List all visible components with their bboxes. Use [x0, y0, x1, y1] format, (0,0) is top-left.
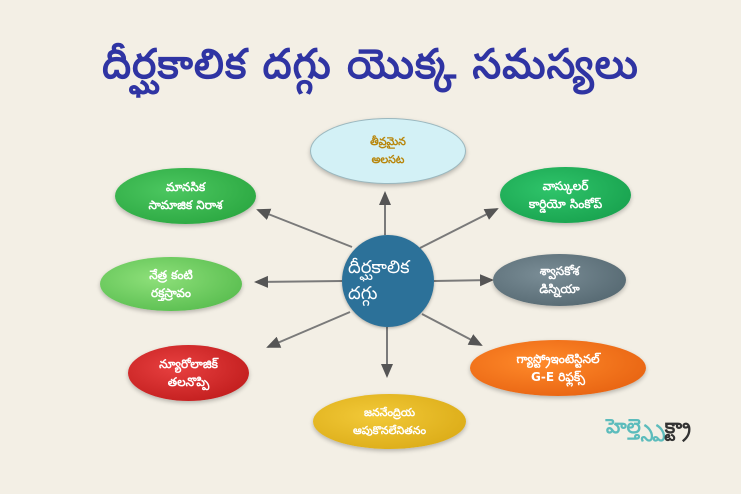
node-line2: తలనొప్పి — [167, 375, 210, 389]
node-neurologic-headache: న్యూరోలాజిక్ తలనొప్పి — [128, 345, 249, 401]
node-line1: న్యూరోలాజిక్ — [159, 357, 218, 371]
node-line2: డిస్నియా — [539, 282, 580, 296]
node-line2: రక్తస్రావం — [151, 286, 191, 300]
node-line2: సామాజిక నిరాశ — [148, 198, 223, 212]
node-line1: గ్యాస్ట్రోఇంటెస్టినల్ — [516, 352, 600, 366]
node-line2: కార్డియో సింకోప్ — [528, 197, 603, 211]
center-line1: దీర్ఘకాలిక — [348, 257, 410, 278]
node-line1: నేత్ర కంటి — [149, 268, 193, 282]
node-ocular-hemorrhage: నేత్ర కంటి రక్తస్రావం — [100, 257, 242, 311]
logo-part1: హెల్త్ — [606, 414, 665, 438]
arrow-left — [254, 275, 343, 288]
node-vascular-cardio-syncope: వాస్కులర్ కార్డియో సింకోప్ — [500, 167, 631, 223]
node-line2: అలసట — [371, 153, 405, 166]
node-line1: తీవ్రమైన — [370, 135, 406, 148]
arrow-top-right — [419, 208, 499, 249]
center-node-chronic-cough: దీర్ఘకాలిక దగ్గు — [342, 235, 434, 327]
brand-logo: హెల్త్స్పెక్ట్రా — [606, 414, 691, 443]
arrow-bottom-right — [421, 313, 483, 346]
node-line1: వాస్కులర్ — [542, 179, 589, 193]
node-gastrointestinal-reflux: గ్యాస్ట్రోఇంటెస్టినల్ G-E రిఫ్లక్స్ — [470, 340, 646, 396]
logo-part2: స్పెక్ట్రా — [664, 414, 691, 438]
node-line1: జననేంద్రియ — [364, 405, 415, 419]
node-line1: మానసిక — [165, 180, 206, 194]
node-genitourinary-incontinence: జననేంద్రియ ఆపుకొనలేనితనం — [313, 394, 466, 449]
node-line2: ఆపుకొనలేనితనం — [352, 423, 427, 437]
diagram-title: దీర్ఘకాలిక దగ్గు యొక్క సమస్యలు — [102, 40, 639, 88]
center-line2: దగ్గు — [348, 283, 378, 304]
node-psychosocial-depression: మానసిక సామాజిక నిరాశ — [115, 168, 256, 224]
node-severe-fatigue: తీవ్రమైన అలసట — [310, 118, 466, 184]
node-line2: G-E రిఫ్లక్స్ — [531, 370, 585, 384]
arrow-right — [433, 274, 494, 287]
node-line1: శ్వాసకోశ — [539, 264, 580, 278]
arrow-bottom-left — [266, 311, 351, 348]
arrow-top-left — [256, 208, 353, 248]
node-respiratory-dyspnea: శ్వాసకోశ డిస్నియా — [493, 254, 626, 306]
